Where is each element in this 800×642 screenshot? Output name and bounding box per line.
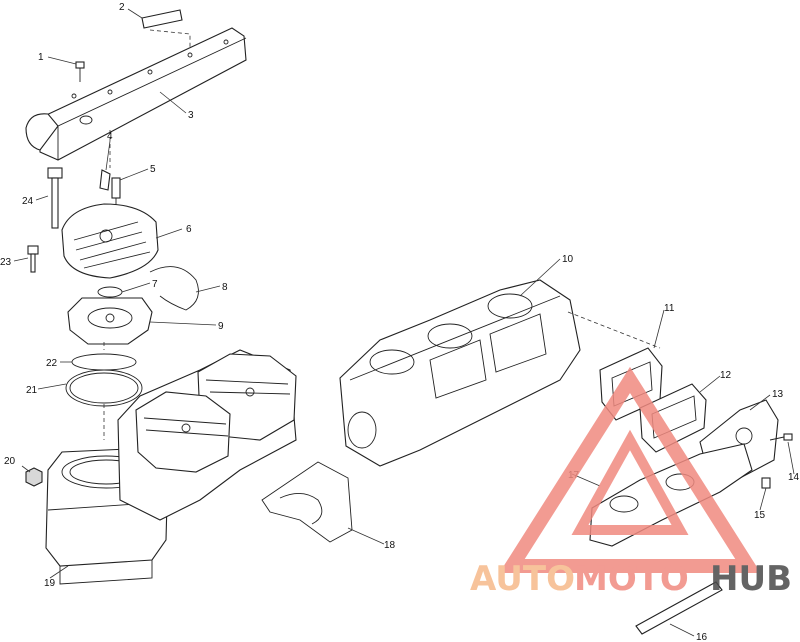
callout-21: 21 (26, 385, 38, 396)
callout-20: 20 (4, 456, 16, 467)
callout-14: 14 (788, 472, 800, 483)
watermark-word-hub: HUB (710, 559, 792, 599)
part-22-ring (71, 353, 137, 371)
watermark-logo: AUTO MOTO HUB (470, 366, 792, 599)
callout-10: 10 (562, 254, 574, 265)
callout-13: 13 (772, 389, 784, 400)
callout-12: 12 (720, 370, 732, 381)
callout-5: 5 (150, 164, 156, 175)
watermark-word-moto: MOTO (574, 559, 689, 599)
watermark-triangle-icon (499, 366, 761, 573)
callout-23: 23 (0, 257, 12, 268)
part-23-bolt (27, 245, 39, 273)
callout-9: 9 (218, 321, 224, 332)
part-7-o-ring (97, 286, 123, 298)
part-10-crankcase (339, 279, 661, 467)
part-1-bolt (75, 61, 85, 82)
callout-7: 7 (152, 279, 158, 290)
leader-lines (13, 8, 795, 637)
part-21-ring (65, 369, 143, 407)
callout-19: 19 (44, 578, 56, 589)
callout-11: 11 (664, 303, 675, 314)
callout-3: 3 (188, 110, 194, 121)
part-14-bolt (769, 433, 793, 441)
callout-4: 4 (107, 131, 113, 142)
watermark-inner-triangle-icon (571, 429, 689, 535)
callout-2: 2 (119, 2, 125, 13)
callout-18: 18 (384, 540, 396, 551)
part-8-gasket (149, 266, 199, 311)
part-24-long-bolt (47, 167, 63, 229)
part-5-sensor (111, 177, 121, 208)
watermark-word-auto: AUTO (470, 559, 575, 599)
part-12-intake-adaptor (639, 383, 707, 453)
part-2-gasket-strip (141, 9, 191, 48)
callout-8: 8 (222, 282, 228, 293)
assembled-cylinder-block (117, 349, 297, 521)
part-9-head-insert (67, 297, 153, 345)
part-3-manifold-rail (25, 27, 247, 161)
callout-6: 6 (186, 224, 192, 235)
part-15-bolt (761, 477, 771, 489)
callout-16: 16 (696, 632, 708, 642)
part-6-head-cover (61, 203, 159, 279)
part-4-fitting (99, 169, 111, 191)
callout-24: 24 (22, 196, 34, 207)
part-18-gasket (261, 461, 353, 543)
part-20-nut (25, 467, 43, 487)
part-16-linkage (635, 581, 723, 635)
callout-15: 15 (754, 510, 766, 521)
callout-22: 22 (46, 358, 58, 369)
callout-1: 1 (38, 52, 44, 63)
